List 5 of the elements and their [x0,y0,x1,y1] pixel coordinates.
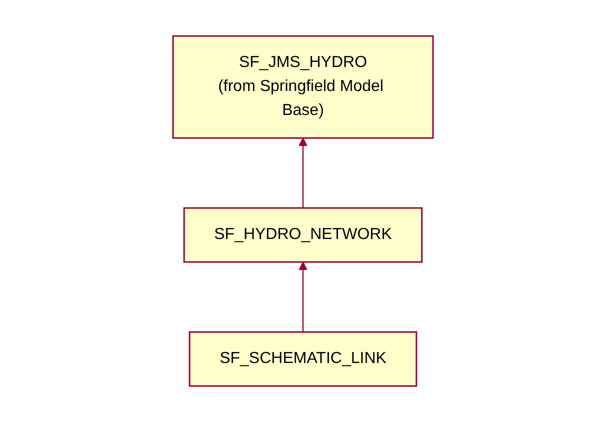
node-box: SF_SCHEMATIC_LINK [188,330,417,386]
node-box: SF_JMS_HYDRO (from Springfield Model Base) [172,34,434,138]
node-box: SF_HYDRO_NETWORK [182,206,422,262]
arrow [298,137,307,208]
arrow [298,261,307,332]
